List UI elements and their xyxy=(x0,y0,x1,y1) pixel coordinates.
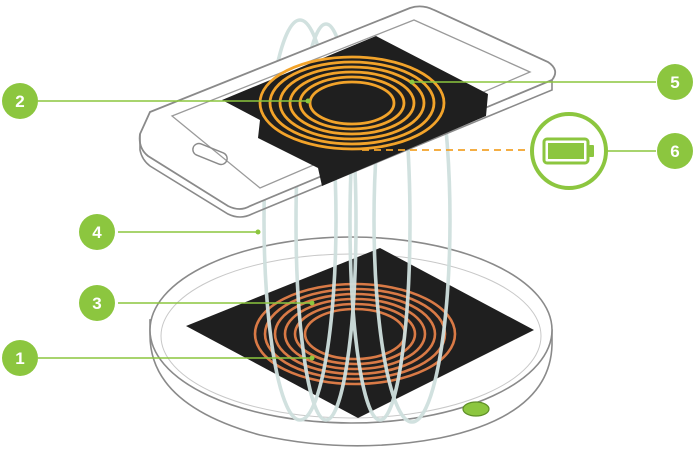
callout-2-dot xyxy=(305,98,311,104)
smartphone-screen xyxy=(170,19,532,189)
callout-badge-6: 6 xyxy=(657,133,693,169)
battery-full-icon xyxy=(542,137,594,165)
callout-badge-5: 5 xyxy=(657,64,693,100)
callout-label-2: 2 xyxy=(15,92,24,111)
callout-badge-2: 2 xyxy=(2,83,38,119)
callout-leaders xyxy=(38,79,656,361)
smartphone xyxy=(138,5,557,218)
callout-5-dot xyxy=(409,79,415,85)
callout-label-5: 5 xyxy=(670,73,679,92)
callout-label-6: 6 xyxy=(670,142,679,161)
callout-badge-3: 3 xyxy=(79,285,115,321)
battery-indicator xyxy=(362,112,656,190)
callout-label-1: 1 xyxy=(15,349,24,368)
callout-label-3: 3 xyxy=(92,294,101,313)
status-led xyxy=(462,401,490,417)
callout-1-dot xyxy=(309,355,315,361)
home-button xyxy=(192,142,228,166)
callout-badge-1: 1 xyxy=(2,340,38,376)
callout-label-4: 4 xyxy=(92,223,102,242)
receiver-coil xyxy=(258,55,446,151)
callout-3-dot xyxy=(309,300,315,306)
callout-4-dot xyxy=(255,229,261,235)
smartphone-edge xyxy=(139,80,553,218)
callout-badge-4: 4 xyxy=(79,214,115,250)
